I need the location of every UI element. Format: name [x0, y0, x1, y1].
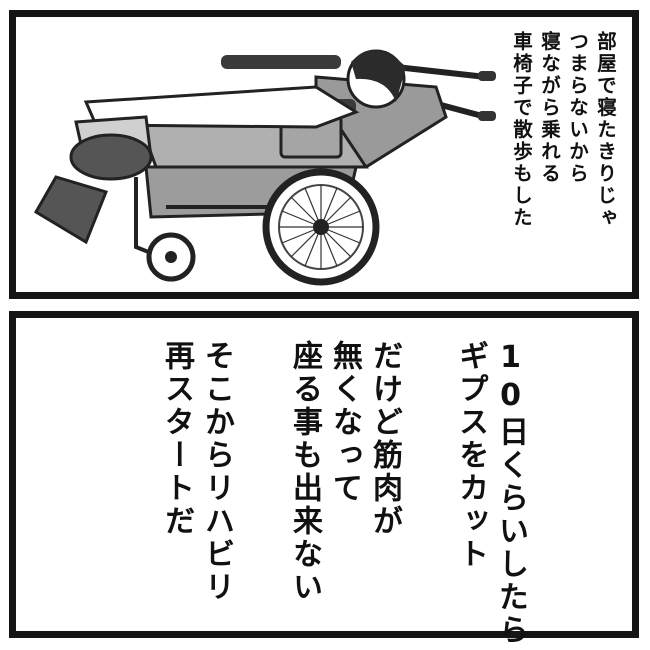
caption-line: 無くなって	[327, 340, 362, 505]
caption-line: そこからリハビリ	[199, 340, 234, 604]
caption-line: 部屋で寝たきりじゃ	[593, 31, 617, 229]
caption-line: ギプスをカット	[453, 340, 488, 571]
caption-line: 寝ながら乗れる	[537, 31, 561, 185]
caption-line: 再スタートだ	[159, 340, 194, 538]
caption-line: 座る事も出来ない	[287, 340, 322, 604]
reclining-wheelchair-illustration	[33, 49, 496, 286]
comic-panel-bottom	[9, 311, 639, 638]
caption-line: 10日くらいしたら	[493, 340, 528, 647]
caption-line: 車椅子で散歩もした	[509, 31, 533, 229]
caption-line: だけど筋肉が	[367, 340, 402, 538]
caption-line: つまらないから	[565, 31, 589, 185]
